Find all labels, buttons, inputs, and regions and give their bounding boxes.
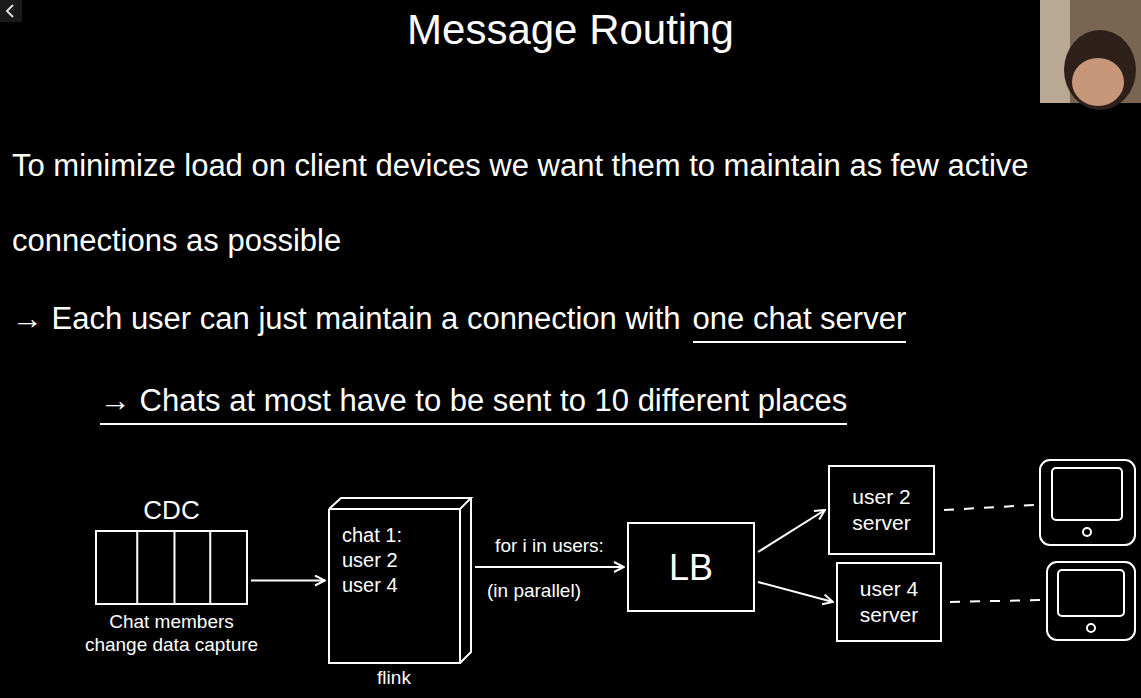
back-button-bg — [0, 0, 22, 22]
back-chevron — [7, 5, 13, 17]
node-text: chat 1: — [342, 523, 450, 548]
box-face — [329, 498, 471, 509]
connection-line — [944, 505, 1034, 510]
phone-body — [1047, 562, 1135, 640]
phone-button — [1087, 624, 1095, 632]
webcam-wall — [1040, 0, 1070, 103]
node-caption: flink — [328, 667, 460, 690]
server-box: user 2 server — [828, 465, 935, 555]
phone-icon — [1047, 562, 1135, 640]
webcam-face — [1072, 58, 1124, 106]
queue: CDCChat members change data capture — [95, 530, 248, 605]
queue-divider — [209, 532, 211, 603]
phone-icon — [1040, 460, 1135, 545]
note-text: one chat server — [693, 300, 907, 343]
node-text: user 4 server — [846, 576, 932, 629]
phone-button — [1083, 528, 1091, 536]
queue-cells — [97, 532, 246, 603]
webcam-hair — [1064, 30, 1136, 110]
box-face — [329, 509, 460, 663]
node-content: chat 1:user 2user 4 — [328, 497, 460, 610]
queue-divider — [173, 532, 175, 603]
node-caption: CDC — [77, 495, 266, 526]
phone-body — [1040, 460, 1135, 545]
node-text: user 4 — [342, 573, 450, 598]
back-button — [0, 0, 22, 22]
node-text: LB — [669, 545, 713, 590]
box-face — [460, 498, 471, 663]
webcam-thumbnail — [1040, 0, 1141, 110]
node-content: user 4 server — [838, 564, 940, 640]
note-text: To minimize load on client devices we wa… — [12, 128, 1122, 278]
node-content: LB — [629, 524, 753, 610]
note-text: → Chats at most have to be sent to 10 di… — [100, 382, 847, 425]
node-caption: Chat members change data capture — [79, 611, 264, 657]
edge-label: for i in users: — [492, 535, 607, 557]
queue-divider — [136, 532, 138, 603]
node-text: user 2 — [342, 548, 450, 573]
phone-screen — [1058, 570, 1124, 616]
edge-note: (in parallel) — [487, 580, 581, 603]
stream-processor-box: chat 1:user 2user 4flink — [328, 497, 472, 664]
load-balancer-box: LB — [627, 522, 755, 612]
node-content: user 2 server — [830, 467, 933, 553]
arrow-connector — [758, 510, 825, 552]
phone-screen — [1052, 468, 1122, 520]
arrow-connector — [758, 582, 833, 602]
arrow-connector — [475, 566, 624, 568]
connection-line — [950, 600, 1041, 602]
title: Message Routing — [0, 6, 1141, 54]
note-text: → Each user can just maintain a connecti… — [12, 300, 681, 337]
node-text: user 2 server — [838, 484, 925, 537]
arrow-connector — [251, 580, 325, 582]
server-box: user 4 server — [836, 562, 942, 642]
